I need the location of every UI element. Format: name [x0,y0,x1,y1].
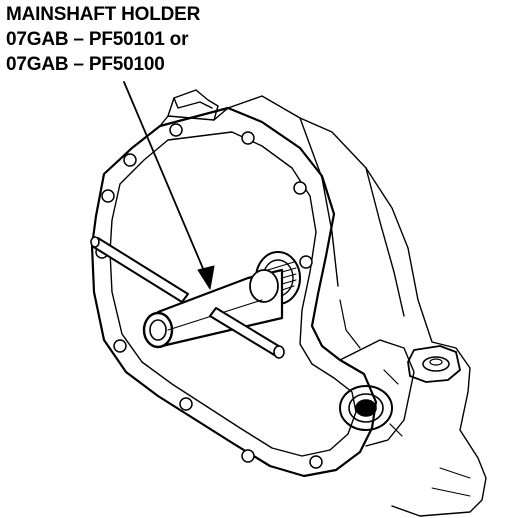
bolt-hole [123,153,137,167]
bolt-hole [293,181,307,195]
tool-part-number-1: 07GAB – PF50101 or [6,29,189,50]
tool-part-number-2: 07GAB – PF50100 [6,54,165,75]
transmission-case-body [227,95,487,517]
bolt-hole [241,449,255,463]
top-mounting-boss [159,89,229,127]
housing-outer-flange [90,106,378,478]
bolt-hole [241,131,255,145]
bolt-hole [179,397,193,411]
callout-leader [123,81,215,290]
housing-inner-edge [109,131,357,457]
bolt-hole [309,455,323,469]
bolt-hole [169,123,183,137]
bearing-bore [355,399,377,417]
bolt-hole [101,189,115,203]
mainshaft-holder-sleeve [142,268,284,349]
handle-end [273,345,285,359]
lower-bearing-housing [339,339,415,447]
filler-plug [422,356,450,372]
mainshaft-holder-handle [90,236,285,359]
filler-plug-boss [407,345,461,383]
tool-label: MAINSHAFT HOLDER 07GAB – PF50101 or 07GA… [6,2,200,77]
bolt-hole [113,339,127,353]
bolt-hole [299,255,313,269]
sleeve-open-end [142,311,174,349]
callout-arrowhead [197,265,215,290]
tool-name: MAINSHAFT HOLDER [6,4,201,25]
